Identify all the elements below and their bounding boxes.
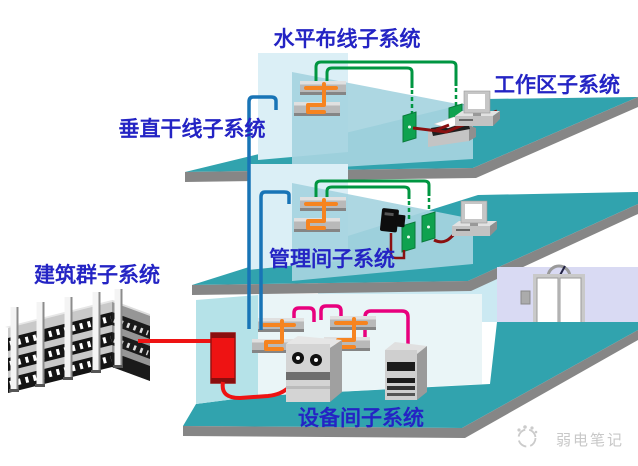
horizontal-cable-inner [325,185,411,199]
pbx-equipment [286,336,342,402]
top-divider-wall [292,72,473,170]
label-horizontal-cabling-subsystem: 水平布线子系统 [274,27,421,51]
equipment-jumper-cable [319,304,343,320]
wall-outlet [421,211,436,243]
wall-phone [380,208,406,233]
vertical-backbone-riser-2 [259,190,291,330]
elevator-door-left [536,277,559,324]
label-work-area-subsystem: 工作区子系统 [494,73,620,97]
horizontal-cable-outer [314,60,458,86]
equipment-jumper-cable-long [363,309,410,347]
ground-floor [5,289,638,438]
watermark: 弱电笔记 [517,425,624,449]
campus-backbone-cable-out [220,381,289,401]
entrance-box-cap [211,378,235,383]
server-tower [385,342,427,400]
label-management-room-subsystem: 管理间子系统 [269,247,395,271]
horizontal-cable-outer [314,179,431,197]
building [5,289,150,393]
elevator [520,264,585,324]
building-pillars [9,289,123,392]
watermark-text: 弱电笔记 [556,432,624,449]
middle-floor-slab-edge [192,204,638,295]
building-entrance-box [210,332,236,384]
label-equipment-room-subsystem: 设备间子系统 [298,406,424,430]
top-floor-slab-edge [185,97,638,182]
patch-cord-to-printer [435,123,450,132]
ground-floor-slab-edge [183,330,638,438]
elevator-door-right [559,277,582,324]
label-building-complex-subsystem: 建筑群子系统 [34,263,160,287]
horizontal-cable-inner [325,66,414,88]
label-vertical-backbone-subsystem: 垂直干线子系统 [119,117,266,141]
watermark-logo-icon [517,428,537,448]
equipment-jumper-cable [292,306,316,322]
elevator-area [497,264,638,324]
entrance-box-cap [211,333,235,338]
labels: 水平布线子系统 工作区子系统 垂直干线子系统 管理间子系统 建筑群子系统 设备间… [34,27,620,430]
top-floor [185,53,638,182]
elevator-call-panel [520,290,531,305]
vertical-backbone-riser-1 [247,95,278,329]
elevator-floor-dial [546,264,572,278]
phone-cord [389,233,406,260]
